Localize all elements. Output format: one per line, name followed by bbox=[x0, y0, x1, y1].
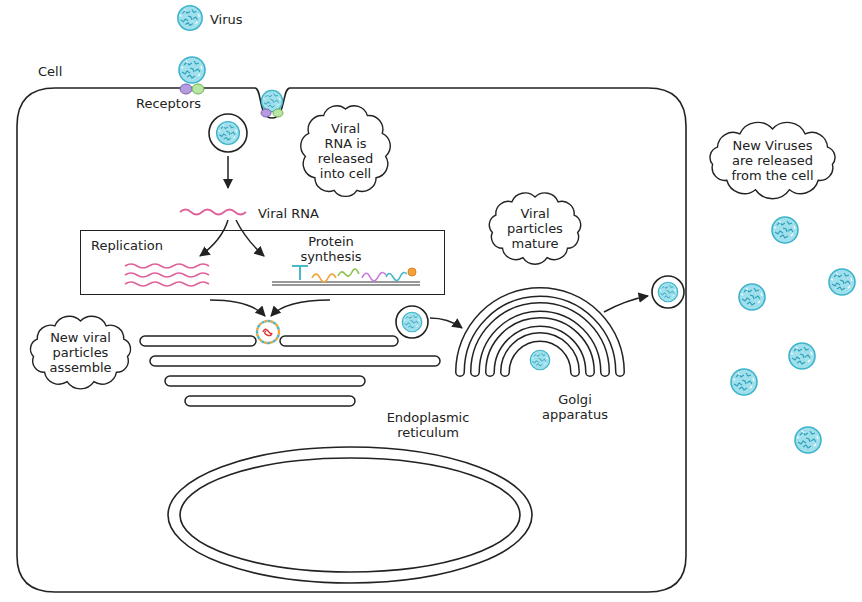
label-anchor: Viral RNA bbox=[258, 206, 319, 221]
callout-text: New Viruses are released from the cell bbox=[730, 138, 816, 183]
label-anchor: Cell bbox=[38, 64, 62, 79]
label-anchor: Endoplasmic reticulum bbox=[380, 410, 476, 440]
viral-rna-strand bbox=[180, 210, 246, 215]
part-label: Receptors bbox=[136, 96, 201, 111]
exit-bud bbox=[652, 276, 684, 308]
legend-entry: Virus bbox=[210, 10, 243, 28]
callout-text: Viral particles mature bbox=[504, 206, 566, 251]
released-viruses bbox=[731, 217, 855, 453]
cloud-shape bbox=[301, 106, 391, 197]
cloud-shape bbox=[710, 122, 835, 198]
flow-arrow bbox=[236, 220, 264, 256]
callout-text: New viral particles assemble bbox=[47, 330, 115, 375]
cloud-shape bbox=[489, 193, 580, 264]
box-heading: Replication bbox=[91, 238, 163, 253]
flow-arrow bbox=[430, 318, 462, 328]
callout-cloud: New viral particles assemble bbox=[24, 312, 137, 392]
cloud-shape bbox=[30, 316, 130, 389]
flow-arrow bbox=[604, 296, 648, 312]
receptor-binding bbox=[179, 57, 205, 94]
protein-synthesis-art bbox=[272, 266, 420, 285]
cell-membrane bbox=[17, 88, 686, 592]
endocytosis-virus bbox=[261, 90, 283, 117]
organelle-label: Golgi apparatus bbox=[536, 392, 614, 422]
cell-label: Cell bbox=[38, 64, 62, 79]
maturing-virus bbox=[530, 350, 550, 370]
label-anchor: Golgi apparatus bbox=[536, 392, 614, 422]
flow-arrow bbox=[210, 300, 265, 316]
label-anchor: Receptors bbox=[136, 96, 201, 111]
callout-cloud: Viral RNA is released into cell bbox=[296, 100, 395, 201]
nucleus bbox=[168, 447, 532, 583]
endoplasmic-reticulum bbox=[140, 336, 440, 406]
flow-arrow bbox=[271, 300, 330, 316]
box-subheading: Protein synthesis bbox=[296, 234, 366, 264]
endosome-vesicle bbox=[209, 114, 247, 152]
organelle-label: Endoplasmic reticulum bbox=[380, 410, 476, 440]
process-box: Replication Protein synthesis bbox=[80, 230, 445, 295]
er-vesicle bbox=[396, 306, 428, 338]
callout-text: Viral RNA is released into cell bbox=[317, 121, 375, 181]
flow-arrow bbox=[227, 156, 229, 188]
callout-cloud: Viral particles mature bbox=[483, 188, 587, 268]
legend-text: Virus bbox=[210, 12, 243, 27]
callout-cloud: New Viruses are released from the cell bbox=[703, 120, 842, 200]
golgi-apparatus bbox=[460, 292, 620, 372]
replicated-rna bbox=[125, 264, 209, 286]
assembly-site bbox=[257, 321, 279, 343]
part-label: Viral RNA bbox=[258, 206, 319, 221]
virus-icon bbox=[178, 6, 202, 30]
flow-arrow bbox=[200, 220, 228, 256]
